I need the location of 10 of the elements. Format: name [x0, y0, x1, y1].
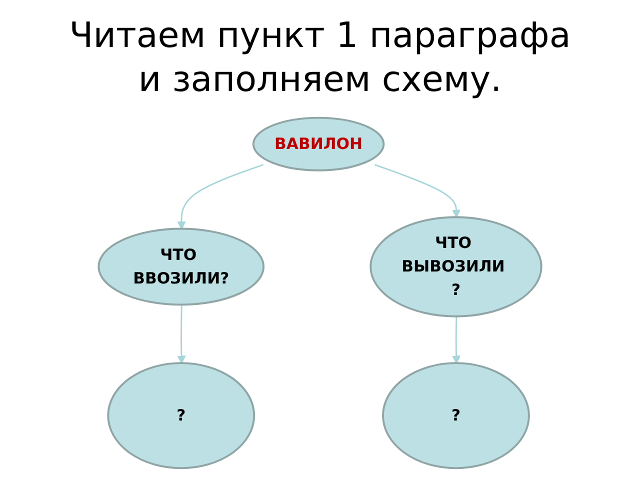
- arrow: [177, 305, 186, 364]
- node-ellipse: ВАВИЛОН: [252, 116, 385, 172]
- node-ellipse: ?: [107, 362, 256, 470]
- arrow: [374, 164, 461, 218]
- node-ellipse: ?: [382, 362, 530, 470]
- arrow: [452, 316, 461, 364]
- node-ellipse: ЧТО ВЫВОЗИЛИ ?: [370, 216, 542, 318]
- node-ellipse: ЧТО ВВОЗИЛИ?: [98, 228, 265, 306]
- title: Читаем пункт 1 параграфа и заполняем схему.: [68, 15, 572, 102]
- arrow: [177, 164, 264, 230]
